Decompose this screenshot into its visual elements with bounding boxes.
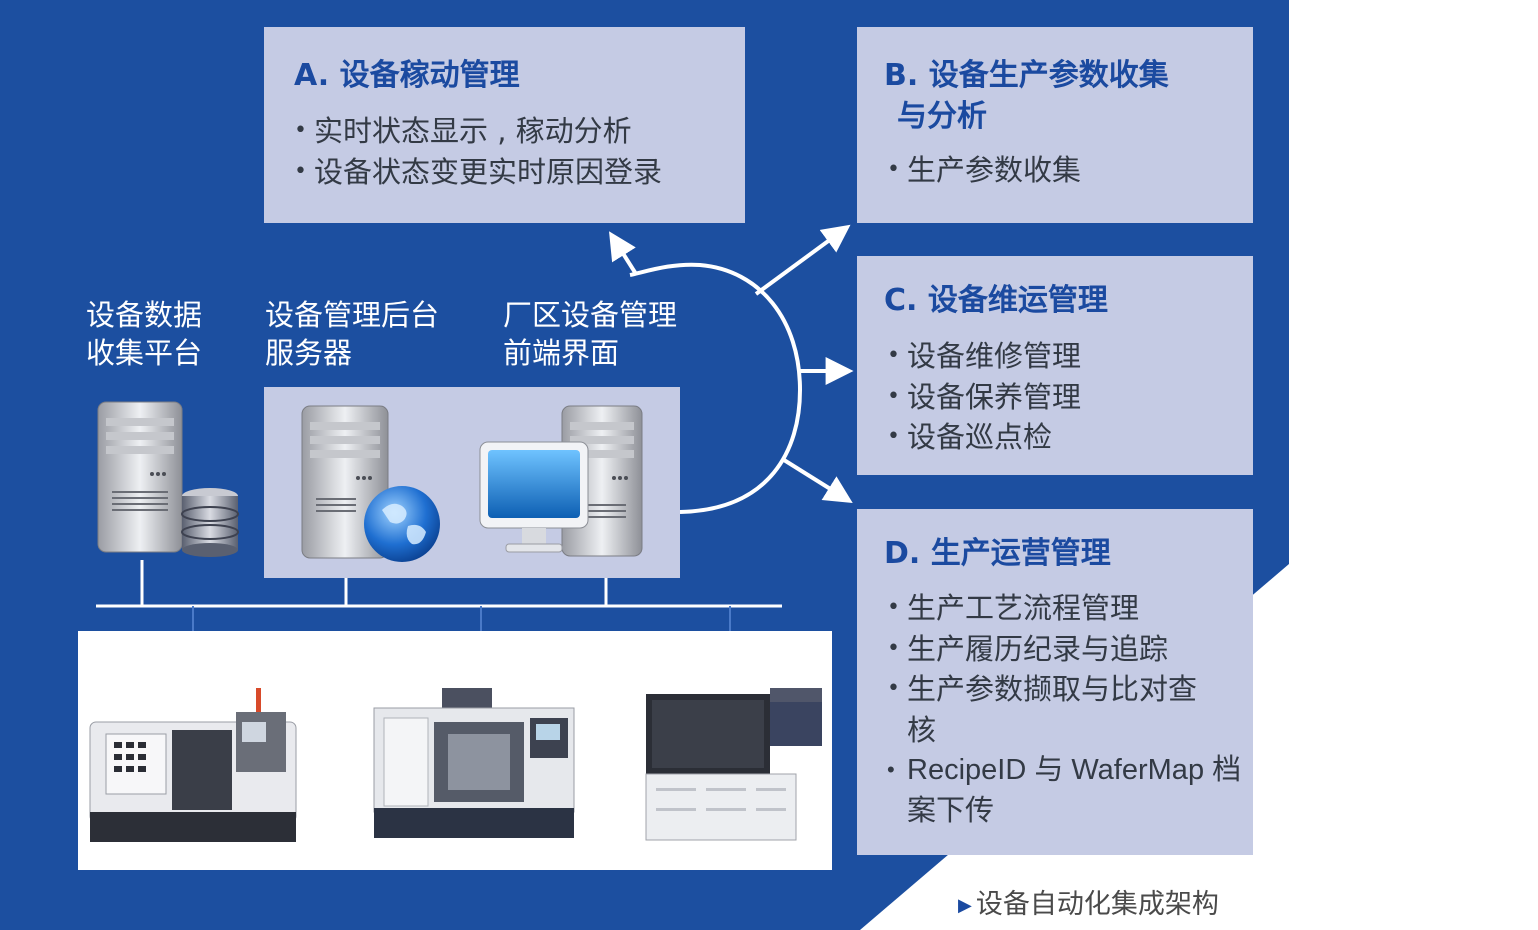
list-item: 设备维修管理 xyxy=(887,336,1081,377)
arrow-to-d xyxy=(782,458,853,503)
monitor-server-icon xyxy=(479,405,643,557)
caption-text: 设备自动化集成架构 xyxy=(975,889,1219,920)
label-line: 服务器 xyxy=(265,336,353,370)
list-item: 生产参数收集 xyxy=(887,150,1081,191)
semiconductor-equipment-icon xyxy=(645,688,822,841)
list-item: 设备状态变更实时原因登录 xyxy=(294,152,662,193)
flow-arc xyxy=(629,262,803,514)
box-d-list: 生产工艺流程管理 生产履历纪录与追踪 生产参数撷取与比对查核 RecipeID … xyxy=(887,588,1241,831)
list-item: RecipeID 与 WaferMap 档案下传 xyxy=(887,750,1247,831)
box-a-title: A. 设备稼动管理 xyxy=(294,58,520,93)
list-item: 生产工艺流程管理 xyxy=(887,588,1237,629)
list-item: 生产参数撷取与比对查核 xyxy=(887,669,1207,750)
server-database-icon xyxy=(97,401,239,557)
box-c-maintenance: C. 设备维运管理 设备维修管理 设备保养管理 设备巡点检 xyxy=(857,256,1253,475)
arrow-to-a xyxy=(609,231,638,276)
list-item: 设备保养管理 xyxy=(887,377,1081,418)
box-c-title: C. 设备维运管理 xyxy=(884,283,1108,318)
box-b-list: 生产参数收集 xyxy=(887,150,1081,191)
label-line: 前端界面 xyxy=(503,336,620,370)
label-frontend-ui: 厂区设备管理 前端界面 xyxy=(503,296,723,372)
label-line: 收集平台 xyxy=(86,336,203,370)
box-a-utilization: A. 设备稼动管理 实时状态显示 , 稼动分析 设备状态变更实时原因登录 xyxy=(264,27,745,223)
machining-center-icon xyxy=(373,688,575,838)
label-line: 厂区设备管理 xyxy=(503,298,678,332)
label-backend-server: 设备管理后台 服务器 xyxy=(265,296,485,372)
label-data-platform: 设备数据 收集平台 xyxy=(86,296,306,372)
box-d-operations: D. 生产运营管理 生产工艺流程管理 生产履历纪录与追踪 生产参数撷取与比对查核… xyxy=(857,509,1253,855)
box-c-list: 设备维修管理 设备保养管理 设备巡点检 xyxy=(887,336,1081,458)
list-item: 生产履历纪录与追踪 xyxy=(887,629,1237,670)
arrow-to-b xyxy=(754,224,851,296)
label-line: 设备管理后台 xyxy=(265,298,440,332)
box-d-title: D. 生产运营管理 xyxy=(884,536,1111,571)
box-b-title-line1: B. 设备生产参数收集 xyxy=(884,58,1169,93)
box-b-title-line2: 与分析 xyxy=(897,99,987,134)
cnc-lathe-icon xyxy=(89,688,297,842)
list-item: 设备巡点检 xyxy=(887,417,1081,458)
figure-caption: ▶设备自动化集成架构 xyxy=(958,882,1219,921)
box-b-parameters: B. 设备生产参数收集 与分析 生产参数收集 xyxy=(857,27,1253,223)
box-a-list: 实时状态显示 , 稼动分析 设备状态变更实时原因登录 xyxy=(294,111,662,192)
server-globe-icon xyxy=(301,405,440,562)
label-line: 设备数据 xyxy=(86,298,203,332)
list-item: 实时状态显示 , 稼动分析 xyxy=(294,111,662,152)
caption-triangle-icon: ▶ xyxy=(958,895,972,916)
